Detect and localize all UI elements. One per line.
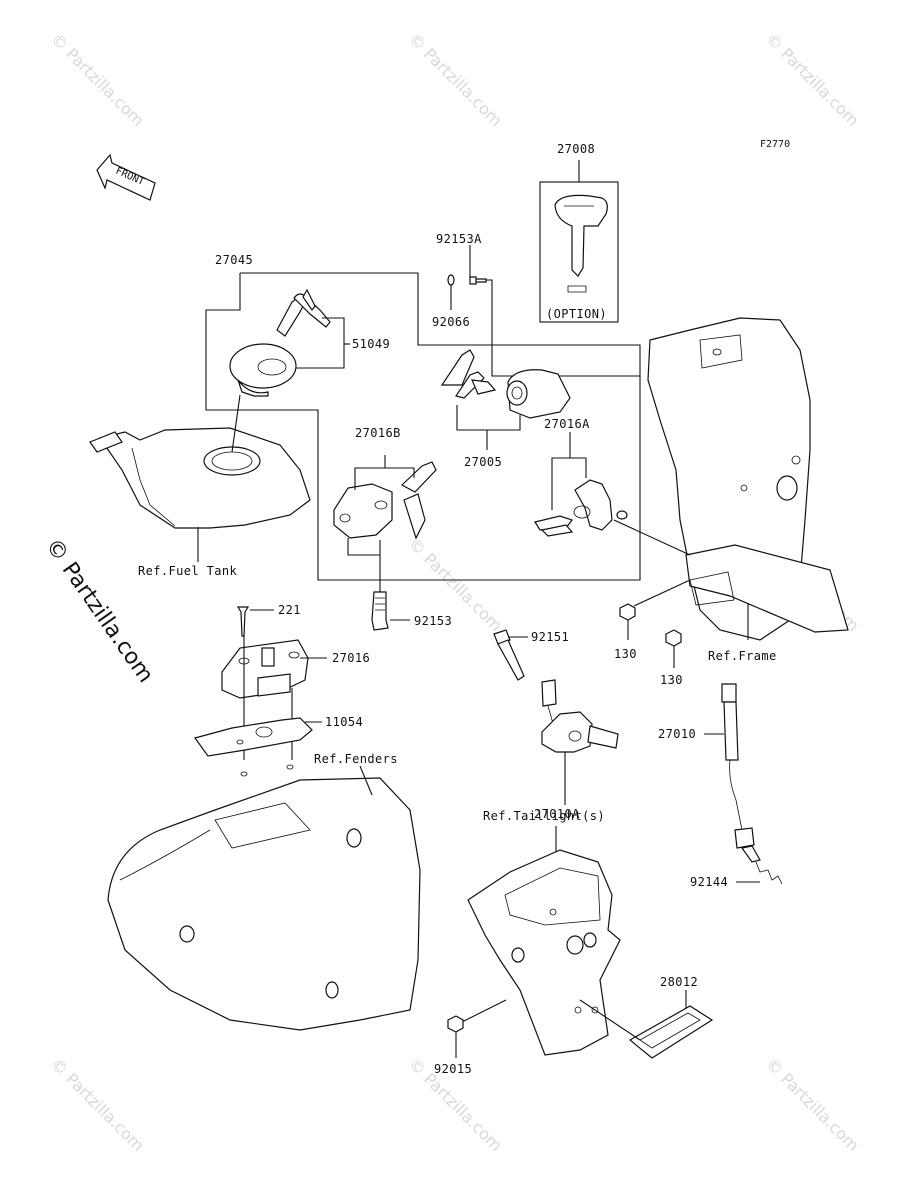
label-ref-frame: Ref.Frame	[708, 649, 777, 663]
lock-27016B	[333, 455, 437, 592]
nut-130b	[665, 629, 682, 668]
switch-27010A	[541, 679, 619, 805]
figure-code: F2770	[760, 139, 790, 150]
label-27016A: 27016A	[544, 417, 590, 431]
front-arrow-icon: FRONT	[96, 153, 156, 201]
label-ref-fuel-tank: Ref.Fuel Tank	[138, 564, 237, 578]
label-ref-taillight: Ref.Taillight(s)	[483, 809, 605, 823]
label-92153: 92153	[414, 614, 452, 628]
bolt-92151	[493, 629, 528, 681]
label-27016: 27016	[332, 651, 370, 665]
nut-130a	[619, 579, 691, 640]
fuel-tank	[89, 394, 311, 562]
keys-51049	[229, 288, 350, 397]
ignition-switch-27005	[440, 349, 571, 450]
label-ref-fenders: Ref.Fenders	[314, 752, 398, 766]
sensor-27010	[704, 683, 783, 885]
key-27008	[539, 160, 619, 323]
watermark-top-left: © Partzilla.com	[47, 29, 148, 130]
label-27005: 27005	[464, 455, 502, 469]
label-221: 221	[278, 603, 301, 617]
screw-92153A	[447, 245, 640, 377]
watermark-top-center: © Partzilla.com	[405, 29, 506, 130]
label-92151: 92151	[531, 630, 569, 644]
label-11054: 11054	[325, 715, 363, 729]
taillight-housing	[459, 826, 621, 1056]
label-92066: 92066	[432, 315, 470, 329]
reflector-28012	[579, 990, 714, 1059]
bolt-92153	[371, 591, 410, 631]
lock-base-27016	[221, 636, 327, 760]
label-28012: 28012	[660, 975, 698, 989]
label-130a: 130	[614, 647, 637, 661]
label-27010: 27010	[658, 727, 696, 741]
side-watermark: © Partzilla.com	[40, 534, 158, 687]
label-51049: 51049	[352, 337, 390, 351]
nut-92015	[447, 1015, 464, 1058]
bracket-11054	[194, 717, 322, 757]
label-92153A: 92153A	[436, 232, 482, 246]
label-option: (OPTION)	[546, 307, 607, 321]
label-27008: 27008	[557, 142, 595, 156]
watermark-top-right: © Partzilla.com	[762, 29, 863, 130]
label-27045: 27045	[215, 253, 253, 267]
label-92015: 92015	[434, 1062, 472, 1076]
motorcycle-frame	[613, 317, 849, 641]
rear-fender	[107, 764, 421, 1031]
label-27010A: 27010A	[534, 807, 580, 821]
label-27016B: 27016B	[355, 426, 401, 440]
watermark-bottom-right: © Partzilla.com	[762, 1054, 863, 1155]
label-130b: 130	[660, 673, 683, 687]
screw-221	[236, 606, 274, 637]
label-92144: 92144	[690, 875, 728, 889]
lock-27016A	[534, 432, 628, 537]
watermark-bottom-left: © Partzilla.com	[47, 1054, 148, 1155]
